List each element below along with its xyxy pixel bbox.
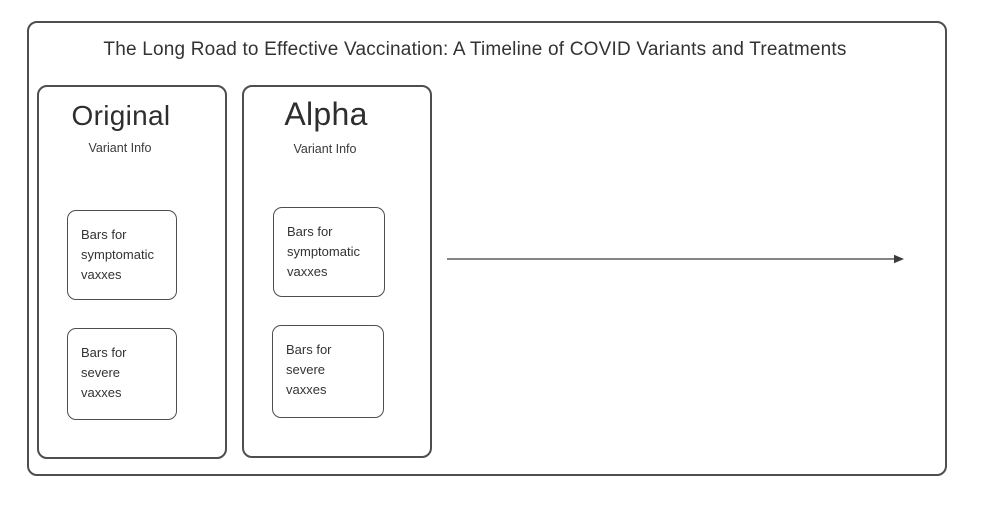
diagram-title: The Long Road to Effective Vaccination: … [103,39,847,60]
panel-alpha-subtitle: Variant Info [293,142,357,156]
alpha-symptomatic-vaxxes-box[interactable]: Bars for symptomatic vaxxes [273,207,385,297]
panel-alpha-title: Alpha [284,96,368,132]
original-symptomatic-vaxxes-label: Bars for symptomatic vaxxes [81,227,154,282]
panel-original[interactable]: Original Variant Info Bars for symptomat… [37,85,227,459]
panel-original-title: Original [71,100,171,131]
timeline-right-arrow-icon[interactable] [445,251,907,267]
timeline-frame[interactable]: The Long Road to Effective Vaccination: … [27,21,947,476]
alpha-symptomatic-vaxxes-label: Bars for symptomatic vaxxes [287,224,360,279]
alpha-severe-vaxxes-label: Bars for severe vaxxes [286,342,332,397]
original-symptomatic-vaxxes-box[interactable]: Bars for symptomatic vaxxes [67,210,177,300]
panel-original-subtitle: Variant Info [88,141,152,155]
panel-alpha[interactable]: Alpha Variant Info Bars for symptomatic … [242,85,432,458]
original-severe-vaxxes-label: Bars for severe vaxxes [81,345,127,400]
original-severe-vaxxes-box[interactable]: Bars for severe vaxxes [67,328,177,420]
alpha-severe-vaxxes-box[interactable]: Bars for severe vaxxes [272,325,384,418]
